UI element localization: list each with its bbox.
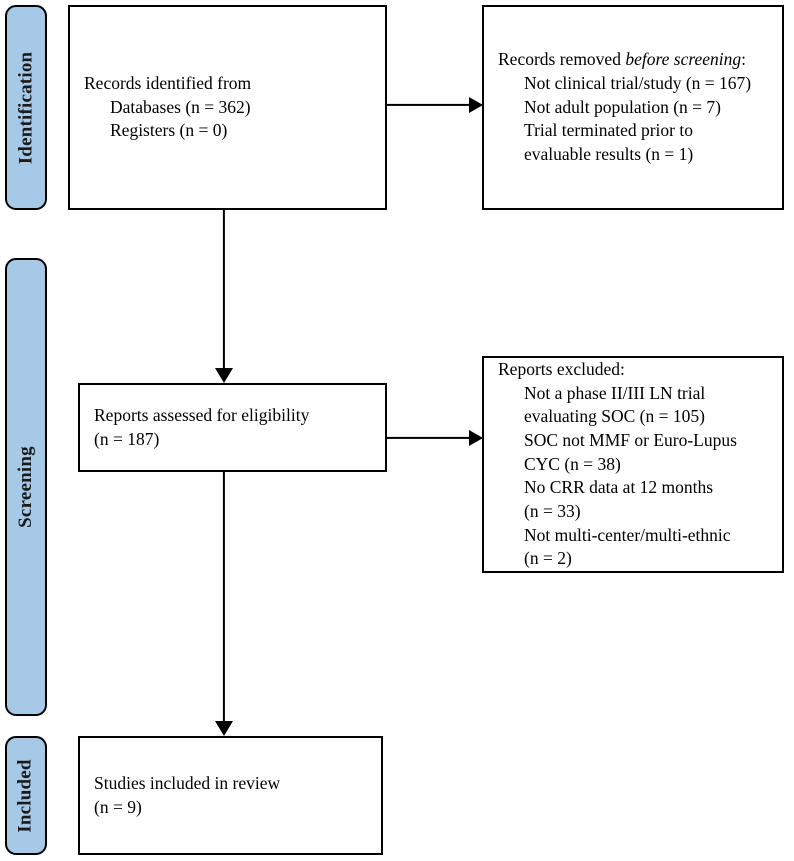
box-reports-assessed-text: Reports assessed for eligibility (n = 18… xyxy=(80,404,385,451)
reports-excluded-reason-2b: CYC (n = 38) xyxy=(524,453,621,474)
records-removed-heading-italic: before screening xyxy=(625,49,742,70)
box-reports-excluded: Reports excluded: Not a phase II/III LN … xyxy=(482,356,784,573)
stage-label-included: Included xyxy=(15,758,37,833)
studies-included-count: (n = 9) xyxy=(94,796,142,817)
stage-pill-screening: Screening xyxy=(5,258,47,716)
records-removed-heading-suffix: : xyxy=(741,49,747,70)
reports-excluded-heading: Reports excluded: xyxy=(498,359,625,380)
box-records-identified: Records identified from Databases (n = 3… xyxy=(68,5,387,210)
arrow-identified-to-removed xyxy=(387,96,483,114)
box-records-identified-text: Records identified from Databases (n = 3… xyxy=(70,72,385,143)
records-identified-databases: Databases (n = 362) xyxy=(110,96,251,117)
records-removed-reason-1: Not clinical trial/study (n = 167) xyxy=(524,73,752,94)
arrow-shaft xyxy=(222,210,226,368)
reports-assessed-line-1: Reports assessed for eligibility xyxy=(94,404,310,425)
reports-assessed-count: (n = 187) xyxy=(94,428,160,449)
reports-excluded-reason-2a: SOC not MMF or Euro-Lupus xyxy=(524,430,737,451)
stage-pill-included: Included xyxy=(5,736,47,855)
records-removed-heading-prefix: Records removed xyxy=(498,49,626,70)
arrow-head xyxy=(215,368,233,383)
records-identified-line-1: Records identified from xyxy=(84,73,252,94)
records-removed-reason-3a: Trial terminated prior to xyxy=(524,120,693,141)
box-reports-assessed: Reports assessed for eligibility (n = 18… xyxy=(78,383,387,472)
arrow-shaft xyxy=(222,472,226,721)
arrow-assessed-to-excluded xyxy=(387,429,483,447)
records-removed-reason-2: Not adult population (n = 7) xyxy=(524,96,721,117)
arrow-head xyxy=(469,97,483,113)
reports-excluded-reason-3b: (n = 33) xyxy=(524,500,581,521)
records-removed-reason-3b: evaluable results (n = 1) xyxy=(524,143,694,164)
stage-label-identification: Identification xyxy=(15,51,36,164)
arrow-identified-to-assessed xyxy=(215,210,233,383)
stage-label-screening: Screening xyxy=(15,446,37,528)
box-studies-included: Studies included in review (n = 9) xyxy=(78,736,383,855)
arrow-head xyxy=(469,430,483,446)
reports-excluded-reason-4a: Not multi-center/multi-ethnic xyxy=(524,524,731,545)
records-removed-heading: Records removed before screening: xyxy=(498,48,768,72)
records-identified-registers: Registers (n = 0) xyxy=(110,120,228,141)
box-reports-excluded-text: Reports excluded: Not a phase II/III LN … xyxy=(484,358,782,571)
reports-excluded-reason-3a: No CRR data at 12 months xyxy=(524,477,714,498)
arrow-assessed-to-included xyxy=(215,472,233,736)
box-records-removed: Records removed before screening: Not cl… xyxy=(482,5,784,210)
reports-excluded-reason-1a: Not a phase II/III LN trial xyxy=(524,382,706,403)
box-records-removed-text: Records removed before screening: Not cl… xyxy=(484,48,782,166)
reports-excluded-reason-4b: (n = 2) xyxy=(524,548,572,569)
studies-included-line-1: Studies included in review xyxy=(94,772,281,793)
arrow-shaft xyxy=(387,103,471,107)
stage-pill-identification: Identification xyxy=(5,5,47,210)
arrow-shaft xyxy=(387,436,471,440)
reports-excluded-reason-1b: evaluating SOC (n = 105) xyxy=(524,406,705,427)
arrow-head xyxy=(215,721,233,736)
box-studies-included-text: Studies included in review (n = 9) xyxy=(80,772,381,819)
